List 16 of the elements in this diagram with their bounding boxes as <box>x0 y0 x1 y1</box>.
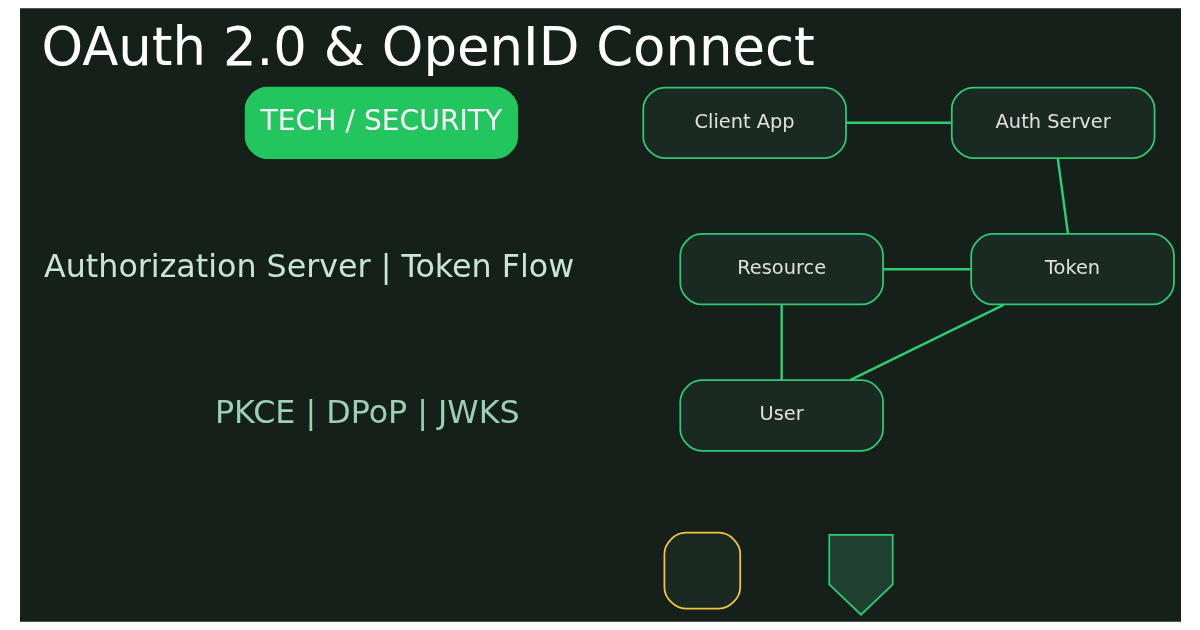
node-box: User <box>678 379 884 452</box>
connector <box>1056 158 1069 234</box>
node-shield <box>827 534 894 616</box>
node-box <box>663 531 741 610</box>
node-box: Token <box>969 233 1175 306</box>
node-box: Auth Server <box>950 86 1155 159</box>
label: Authorization Server | Token Flow <box>43 247 574 284</box>
diagram-title: OAuth 2.0 & OpenID Connect <box>40 15 815 77</box>
label: TECH / SECURITY <box>260 103 502 137</box>
label: PKCE | DPoP | JWKS <box>214 394 520 431</box>
connector <box>849 303 1004 382</box>
connector <box>845 121 951 125</box>
node-box: Client App <box>641 86 847 159</box>
node-box: Resource <box>678 233 884 306</box>
connector <box>779 304 783 381</box>
connector <box>882 267 971 271</box>
